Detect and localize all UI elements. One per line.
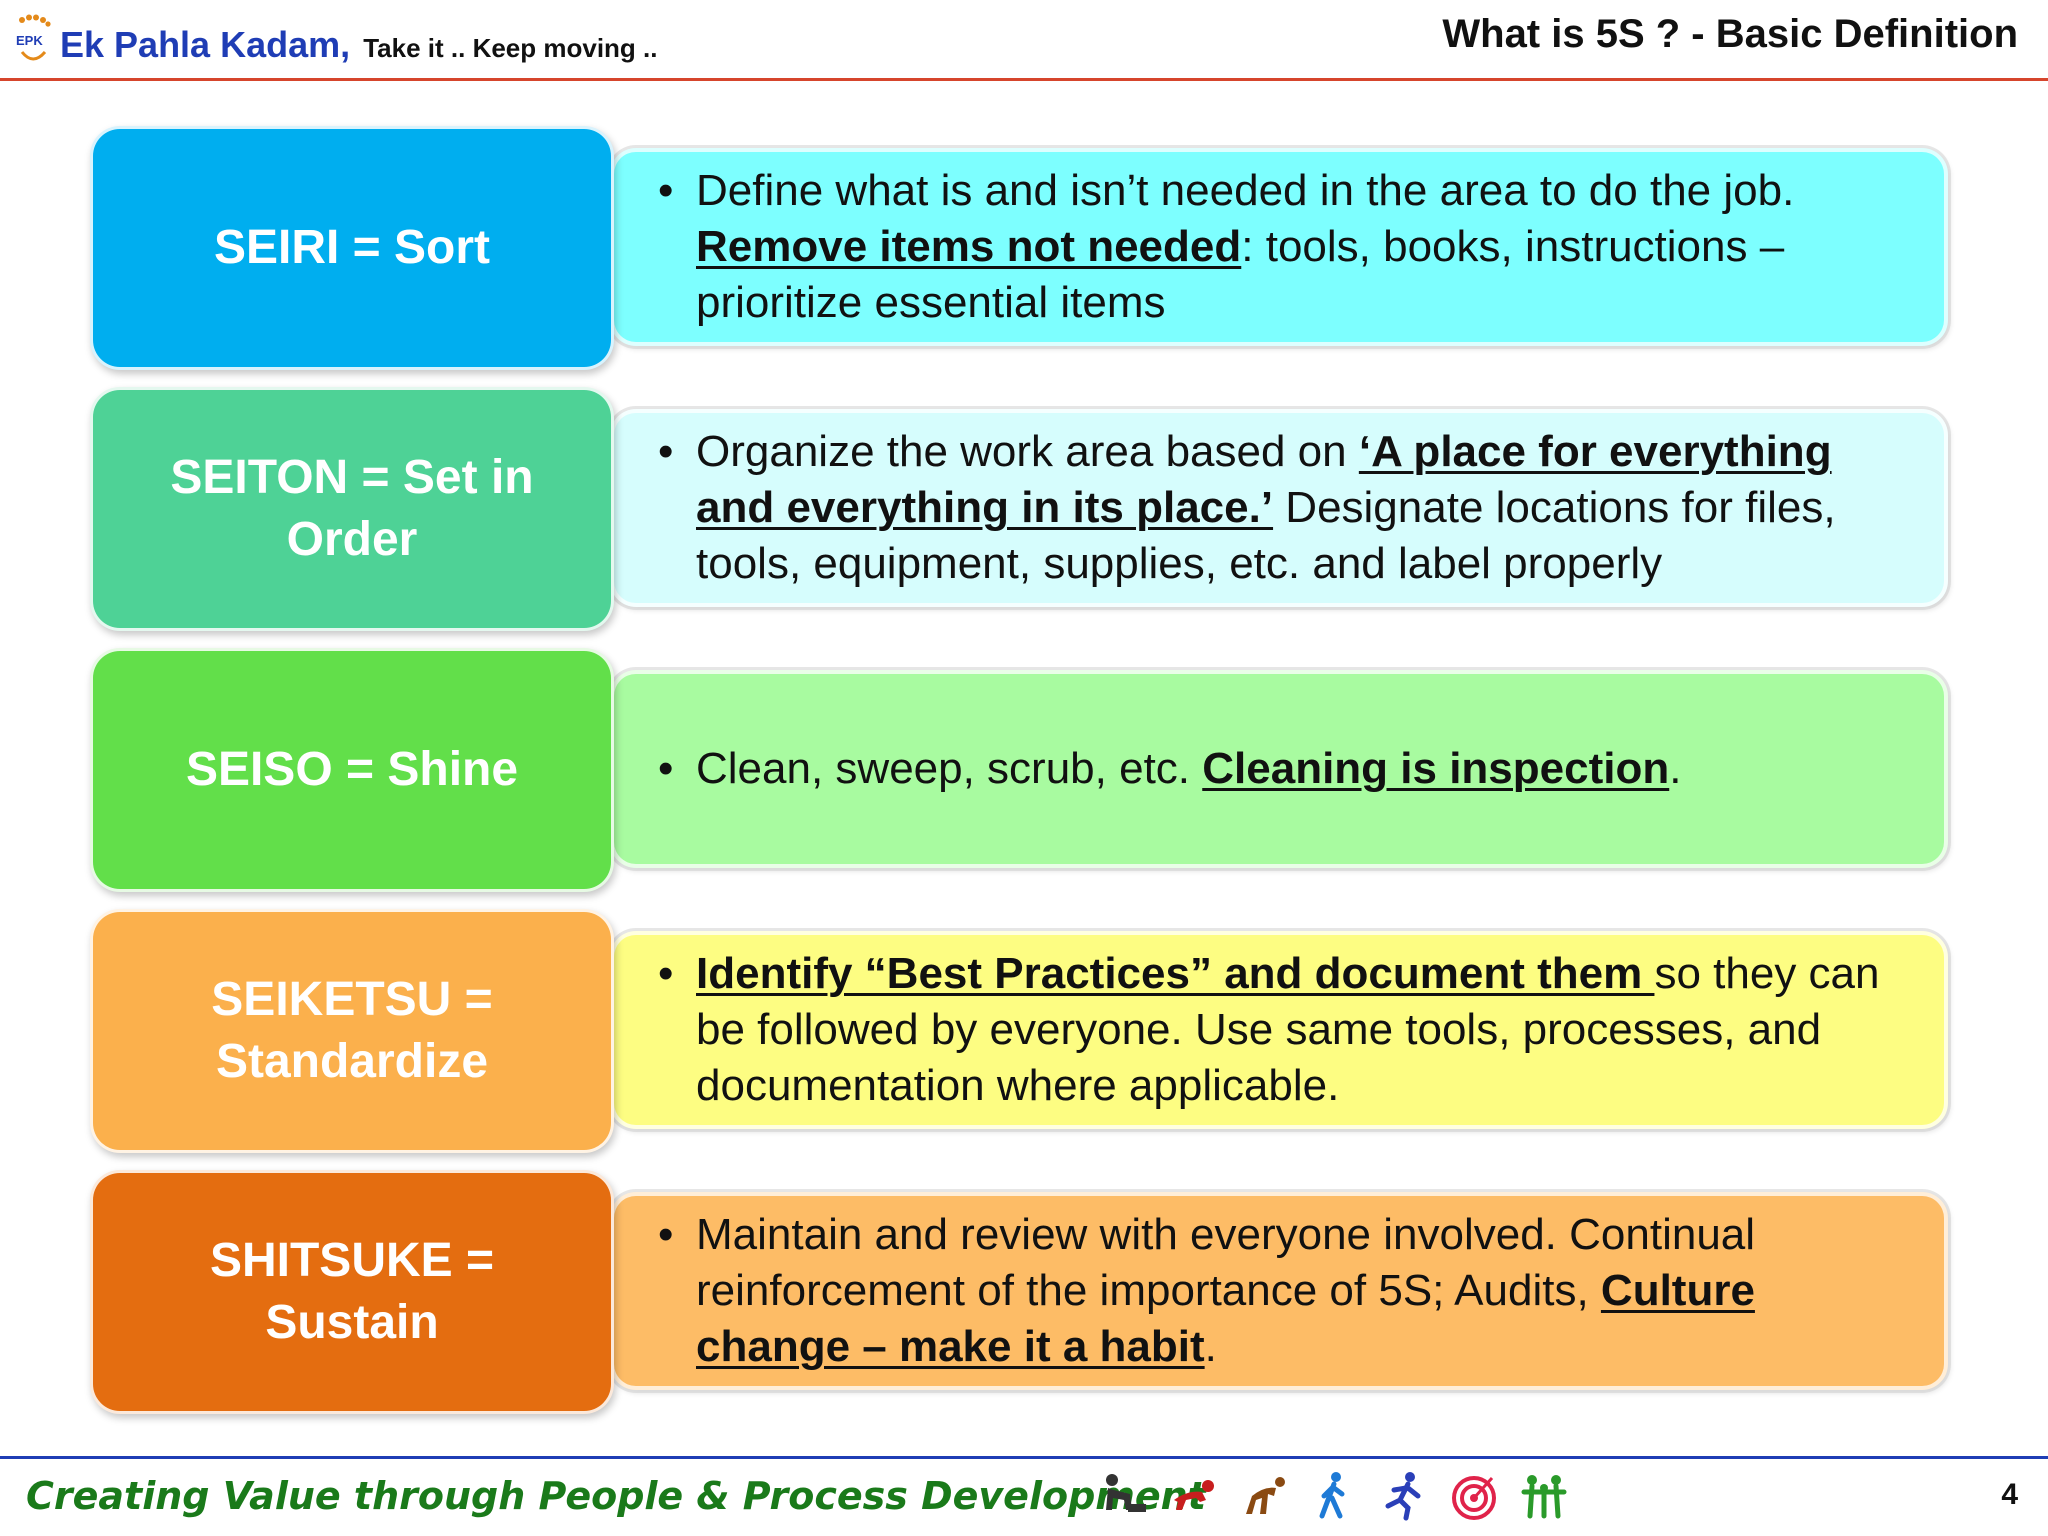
definition-box: • Clean, sweep, scrub, etc. Cleaning is i… (610, 670, 1948, 868)
definition-part: . (1204, 1322, 1217, 1371)
slide-header: EPK Ek Pahla Kadam, Take it .. Keep movi… (0, 0, 2048, 81)
definition-box: • Organize the work area based on ‘A plac… (610, 409, 1948, 607)
term-box: SEIKETSU = Standardize (90, 909, 614, 1153)
definition-emphasis: Remove items not needed (696, 222, 1242, 271)
definition-emphasis: Identify “Best Practices” and document t… (696, 949, 1655, 998)
bullet-icon: • (658, 949, 674, 998)
crawling-brown-icon (1246, 1477, 1285, 1514)
team-icon (1521, 1475, 1567, 1519)
definition-part: so they can be followed by everyone. Use… (696, 949, 1880, 1110)
slide-title: What is 5S ? - Basic Definition (1442, 12, 2018, 56)
target-icon (1452, 1476, 1496, 1520)
definition-part: Define what is and isn’t needed in the a… (696, 166, 1795, 215)
definition-box: • Identify “Best Practices” and document … (610, 931, 1948, 1129)
definition-emphasis: Culture change – make it a habit (696, 1266, 1755, 1371)
bullet-icon: • (658, 166, 674, 215)
bullet-icon: • (658, 1210, 674, 1259)
running-icon (1385, 1472, 1421, 1521)
definition-text: • Define what is and isn’t needed in the … (658, 163, 1894, 331)
definition-text: • Organize the work area based on ‘A plac… (658, 424, 1894, 592)
term-box: SEIRI = Sort (90, 126, 614, 370)
footer-icon-strip (1098, 1470, 1570, 1522)
definition-part: Organize the work area based on (696, 427, 1359, 476)
footer-slogan: Creating Value through People & Process … (26, 1474, 1206, 1518)
definition-emphasis: Cleaning is inspection (1202, 744, 1670, 793)
brand: Ek Pahla Kadam, Take it .. Keep moving .… (60, 24, 658, 66)
baby-crawl-icon (1106, 1474, 1146, 1512)
definition-part: . (1669, 744, 1682, 793)
term-box: SHITSUKE = Sustain (90, 1170, 614, 1414)
brand-name: Ek Pahla Kadam, (60, 24, 351, 65)
definition-text: • Clean, sweep, scrub, etc. Cleaning is i… (658, 741, 1682, 797)
bullet-icon: • (658, 744, 674, 793)
term-box: SEITON = Set in Order (90, 387, 614, 631)
header-divider (0, 78, 2048, 81)
definition-text: • Maintain and review with everyone invol… (658, 1207, 1894, 1375)
definition-part: Designate locations for files, tools, eq… (696, 483, 1836, 588)
logo-text: EPK (16, 33, 43, 48)
definition-part: Clean, sweep, scrub, etc. (696, 744, 1203, 793)
brand-tagline: Take it .. Keep moving .. (363, 33, 658, 63)
row-seiketsu: • Identify “Best Practices” and document … (90, 909, 1960, 1153)
row-seiri: • Define what is and isn’t needed in the … (90, 126, 1960, 370)
row-seiso: • Clean, sweep, scrub, etc. Cleaning is i… (90, 648, 1960, 892)
page-number: 4 (2001, 1478, 2018, 1511)
row-seiton: • Organize the work area based on ‘A plac… (90, 387, 1960, 631)
definition-box: • Define what is and isn’t needed in the … (610, 148, 1948, 346)
crawling-red-icon (1174, 1480, 1214, 1510)
row-shitsuke: • Maintain and review with everyone invol… (90, 1170, 1960, 1414)
definition-part: : tools, books, instructions – prioritiz… (696, 222, 1785, 327)
walking-icon (1319, 1472, 1345, 1519)
footprint-logo-icon: EPK (16, 14, 51, 61)
definition-text: • Identify “Best Practices” and document … (658, 946, 1894, 1114)
definition-box: • Maintain and review with everyone invol… (610, 1192, 1948, 1390)
definition-emphasis: ‘A place for everything and everything i… (696, 427, 1832, 532)
definition-part: Maintain and review with everyone involv… (696, 1210, 1756, 1315)
footer-divider (0, 1456, 2048, 1459)
term-box: SEISO = Shine (90, 648, 614, 892)
bullet-icon: • (658, 427, 674, 476)
